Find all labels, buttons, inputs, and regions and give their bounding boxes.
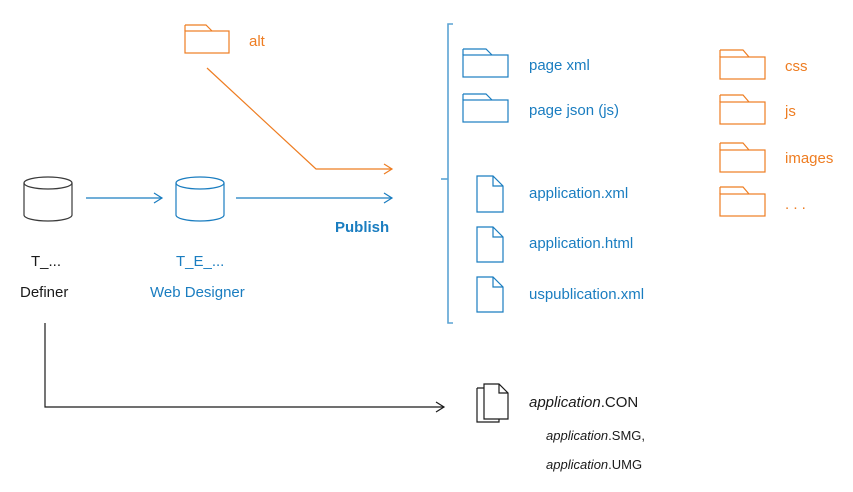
application-html-file-icon: [476, 226, 504, 263]
page-json-label: page json (js): [529, 102, 620, 119]
application-html-label: application.html: [529, 235, 634, 252]
alt-folder-icon: [184, 24, 230, 54]
web-designer-short-name: T_E_...: [176, 253, 225, 270]
application-umg-name: application: [546, 457, 609, 472]
application-con-name: application: [529, 394, 601, 411]
multiple-files-icon: [476, 383, 509, 423]
application-smg-ext: .SMG,: [608, 428, 645, 443]
js-label: js: [785, 103, 796, 120]
web-designer-database-icon: [175, 176, 225, 222]
application-con-ext: .CON: [600, 394, 639, 411]
application-smg-name: application: [546, 428, 609, 443]
css-label: css: [785, 58, 808, 75]
application-xml-label: application.xml: [529, 185, 629, 202]
uspublication-xml-label: uspublication.xml: [529, 286, 645, 303]
css-folder-icon: [719, 49, 766, 80]
js-folder-icon: [719, 94, 766, 125]
images-label: images: [785, 150, 834, 167]
definer-to-con-arrow: [44, 323, 446, 413]
application-umg-ext: .UMG: [608, 457, 643, 472]
definer-short-name: T_...: [31, 253, 62, 270]
output-bracket: [441, 23, 453, 324]
page-xml-label: page xml: [529, 57, 590, 74]
application-smg-label: application.SMG,: [546, 427, 645, 445]
definer-database-icon: [23, 176, 73, 222]
application-xml-file-icon: [476, 175, 504, 213]
more-label: . . .: [785, 196, 806, 213]
application-umg-label: application.UMG: [546, 456, 642, 474]
page-json-folder-icon: [462, 93, 509, 123]
page-xml-folder-icon: [462, 48, 509, 78]
definer-to-designer-arrow: [86, 192, 164, 204]
alt-arrow: [206, 67, 394, 175]
alt-label: alt: [249, 33, 265, 50]
definer-label: Definer: [20, 284, 69, 301]
publish-arrow: [236, 192, 394, 204]
publish-label: Publish: [335, 219, 390, 236]
uspublication-xml-file-icon: [476, 276, 504, 313]
more-folder-icon: [719, 186, 766, 217]
images-folder-icon: [719, 142, 766, 173]
web-designer-label: Web Designer: [150, 284, 245, 301]
application-con-label: application.CON: [529, 394, 638, 412]
